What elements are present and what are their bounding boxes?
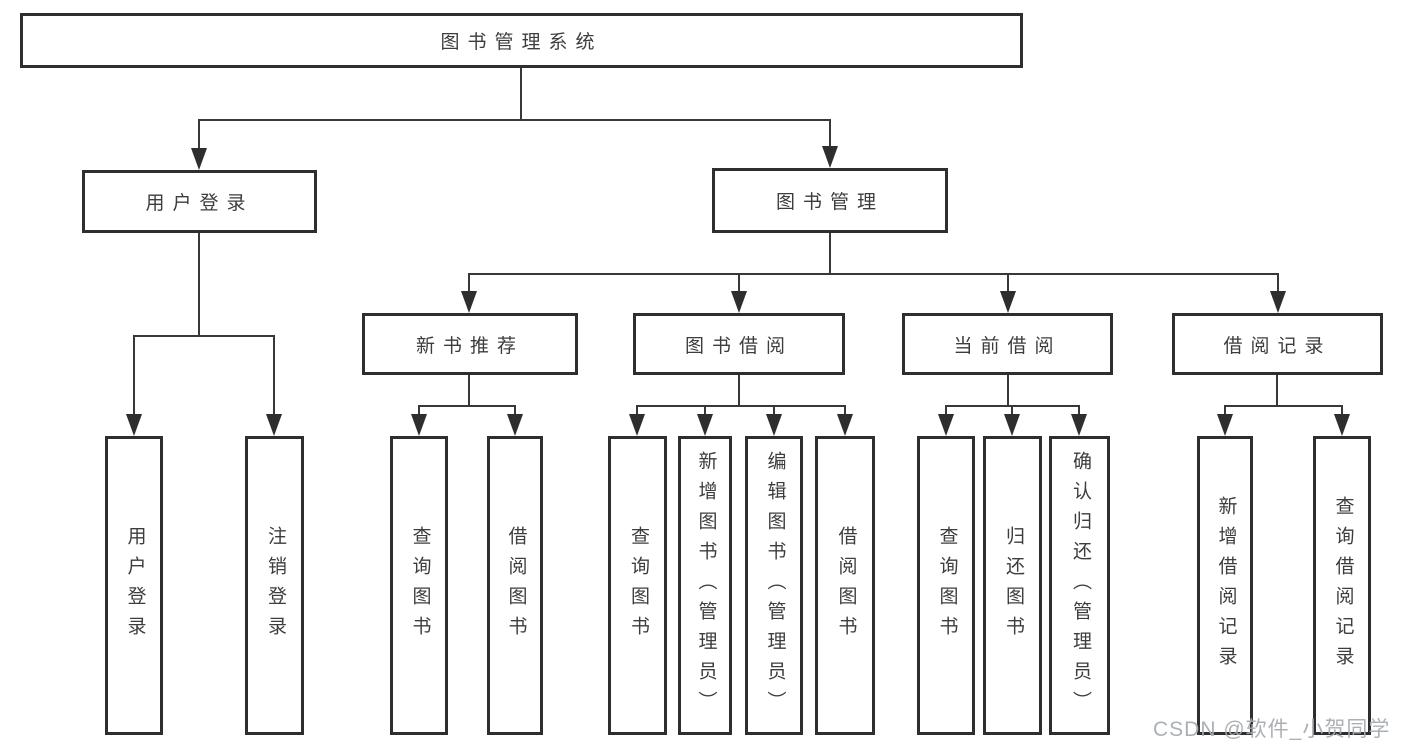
edge-arrowhead [766, 414, 782, 436]
edge-line-v [514, 405, 516, 421]
edge-line-h [134, 335, 275, 337]
edge-line-v [738, 375, 740, 406]
edge-line-v [829, 233, 831, 274]
edge-line-v [636, 405, 638, 421]
edge-arrowhead [938, 414, 954, 436]
edge-line-h [1225, 405, 1343, 407]
edge-arrowhead [1071, 414, 1087, 436]
edge-arrowhead [126, 414, 142, 436]
node-current-borrowing: 当前借阅 [902, 313, 1113, 375]
edge-line-h [469, 273, 1279, 275]
edge-line-v [468, 273, 470, 298]
leaf-label: 查询图书 [936, 525, 958, 646]
node-add-borrow-record: 新增借阅记录 [1197, 436, 1253, 735]
node-borrow-books: 借阅图书 [815, 436, 875, 735]
edge-line-v [198, 233, 200, 336]
edge-arrowhead [1334, 414, 1350, 436]
leaf-label: 查询借阅记录 [1332, 495, 1354, 676]
leaf-label: 编辑图书（管理员） [764, 450, 786, 721]
node-return-books: 归还图书 [983, 436, 1042, 735]
leaf-label: 用户登录 [124, 525, 146, 646]
edge-arrowhead [1270, 291, 1286, 313]
edge-line-v [738, 273, 740, 298]
edge-arrowhead [1217, 414, 1233, 436]
edge-arrowhead [507, 414, 523, 436]
watermark: CSDN @软件_小贺同学 [1153, 718, 1391, 741]
leaf-label: 查询图书 [409, 525, 431, 646]
leaf-label: 借阅图书 [835, 525, 857, 646]
edge-line-v [418, 405, 420, 421]
node-user-login-leaf: 用户登录 [105, 436, 163, 735]
edge-arrowhead [266, 414, 282, 436]
edge-line-v [844, 405, 846, 421]
leaf-label: 新增借阅记录 [1215, 495, 1237, 676]
edge-arrowhead [1004, 414, 1020, 436]
edge-arrowhead [1000, 291, 1016, 313]
node-book-borrowing: 图书借阅 [633, 313, 845, 375]
edge-arrowhead [837, 414, 853, 436]
edge-line-v [133, 335, 135, 419]
edge-arrowhead [697, 414, 713, 436]
edge-line-h [419, 405, 516, 407]
edge-line-v [520, 68, 522, 120]
node-query-borrow-record: 查询借阅记录 [1313, 436, 1371, 735]
edge-line-v [1276, 375, 1278, 406]
node-query-books: 查询图书 [917, 436, 975, 735]
leaf-label: 查询图书 [627, 525, 649, 646]
edge-arrowhead [461, 291, 477, 313]
node-user-login: 用户登录 [82, 170, 317, 233]
leaf-label: 注销登录 [264, 525, 286, 646]
node-logout: 注销登录 [245, 436, 304, 735]
edge-line-v [829, 119, 831, 153]
edge-arrowhead [411, 414, 427, 436]
edge-line-v [468, 375, 470, 406]
edge-line-v [1007, 273, 1009, 298]
edge-line-v [198, 119, 200, 155]
edge-line-v [1007, 375, 1009, 406]
node-query-books: 查询图书 [608, 436, 667, 735]
leaf-label: 借阅图书 [505, 525, 527, 646]
edge-arrowhead [191, 148, 207, 170]
edge-line-v [273, 335, 275, 419]
edge-line-v [1078, 405, 1080, 421]
edge-line-v [1011, 405, 1013, 421]
edge-arrowhead [731, 291, 747, 313]
leaf-label: 归还图书 [1002, 525, 1024, 646]
node-borrowing-records: 借阅记录 [1172, 313, 1383, 375]
edge-line-h [946, 405, 1080, 407]
node-add-books-admin: 新增图书（管理员） [678, 436, 732, 735]
leaf-label: 确认归还（管理员） [1069, 450, 1091, 721]
edge-line-h [198, 119, 831, 121]
node-borrow-books: 借阅图书 [487, 436, 543, 735]
edge-line-v [773, 405, 775, 421]
edge-line-v [1341, 405, 1343, 421]
node-root: 图书管理系统 [20, 13, 1023, 68]
node-confirm-return-admin: 确认归还（管理员） [1049, 436, 1110, 735]
node-query-books: 查询图书 [390, 436, 448, 735]
node-new-book-recommendation: 新书推荐 [362, 313, 578, 375]
edge-line-v [704, 405, 706, 421]
edge-line-v [1224, 405, 1226, 421]
edge-arrowhead [822, 146, 838, 168]
edge-line-v [1277, 273, 1279, 298]
edge-line-h [637, 405, 846, 407]
edge-line-v [945, 405, 947, 421]
edge-arrowhead [629, 414, 645, 436]
node-book-management: 图书管理 [712, 168, 948, 233]
leaf-label: 新增图书（管理员） [695, 450, 717, 721]
node-edit-books-admin: 编辑图书（管理员） [745, 436, 803, 735]
